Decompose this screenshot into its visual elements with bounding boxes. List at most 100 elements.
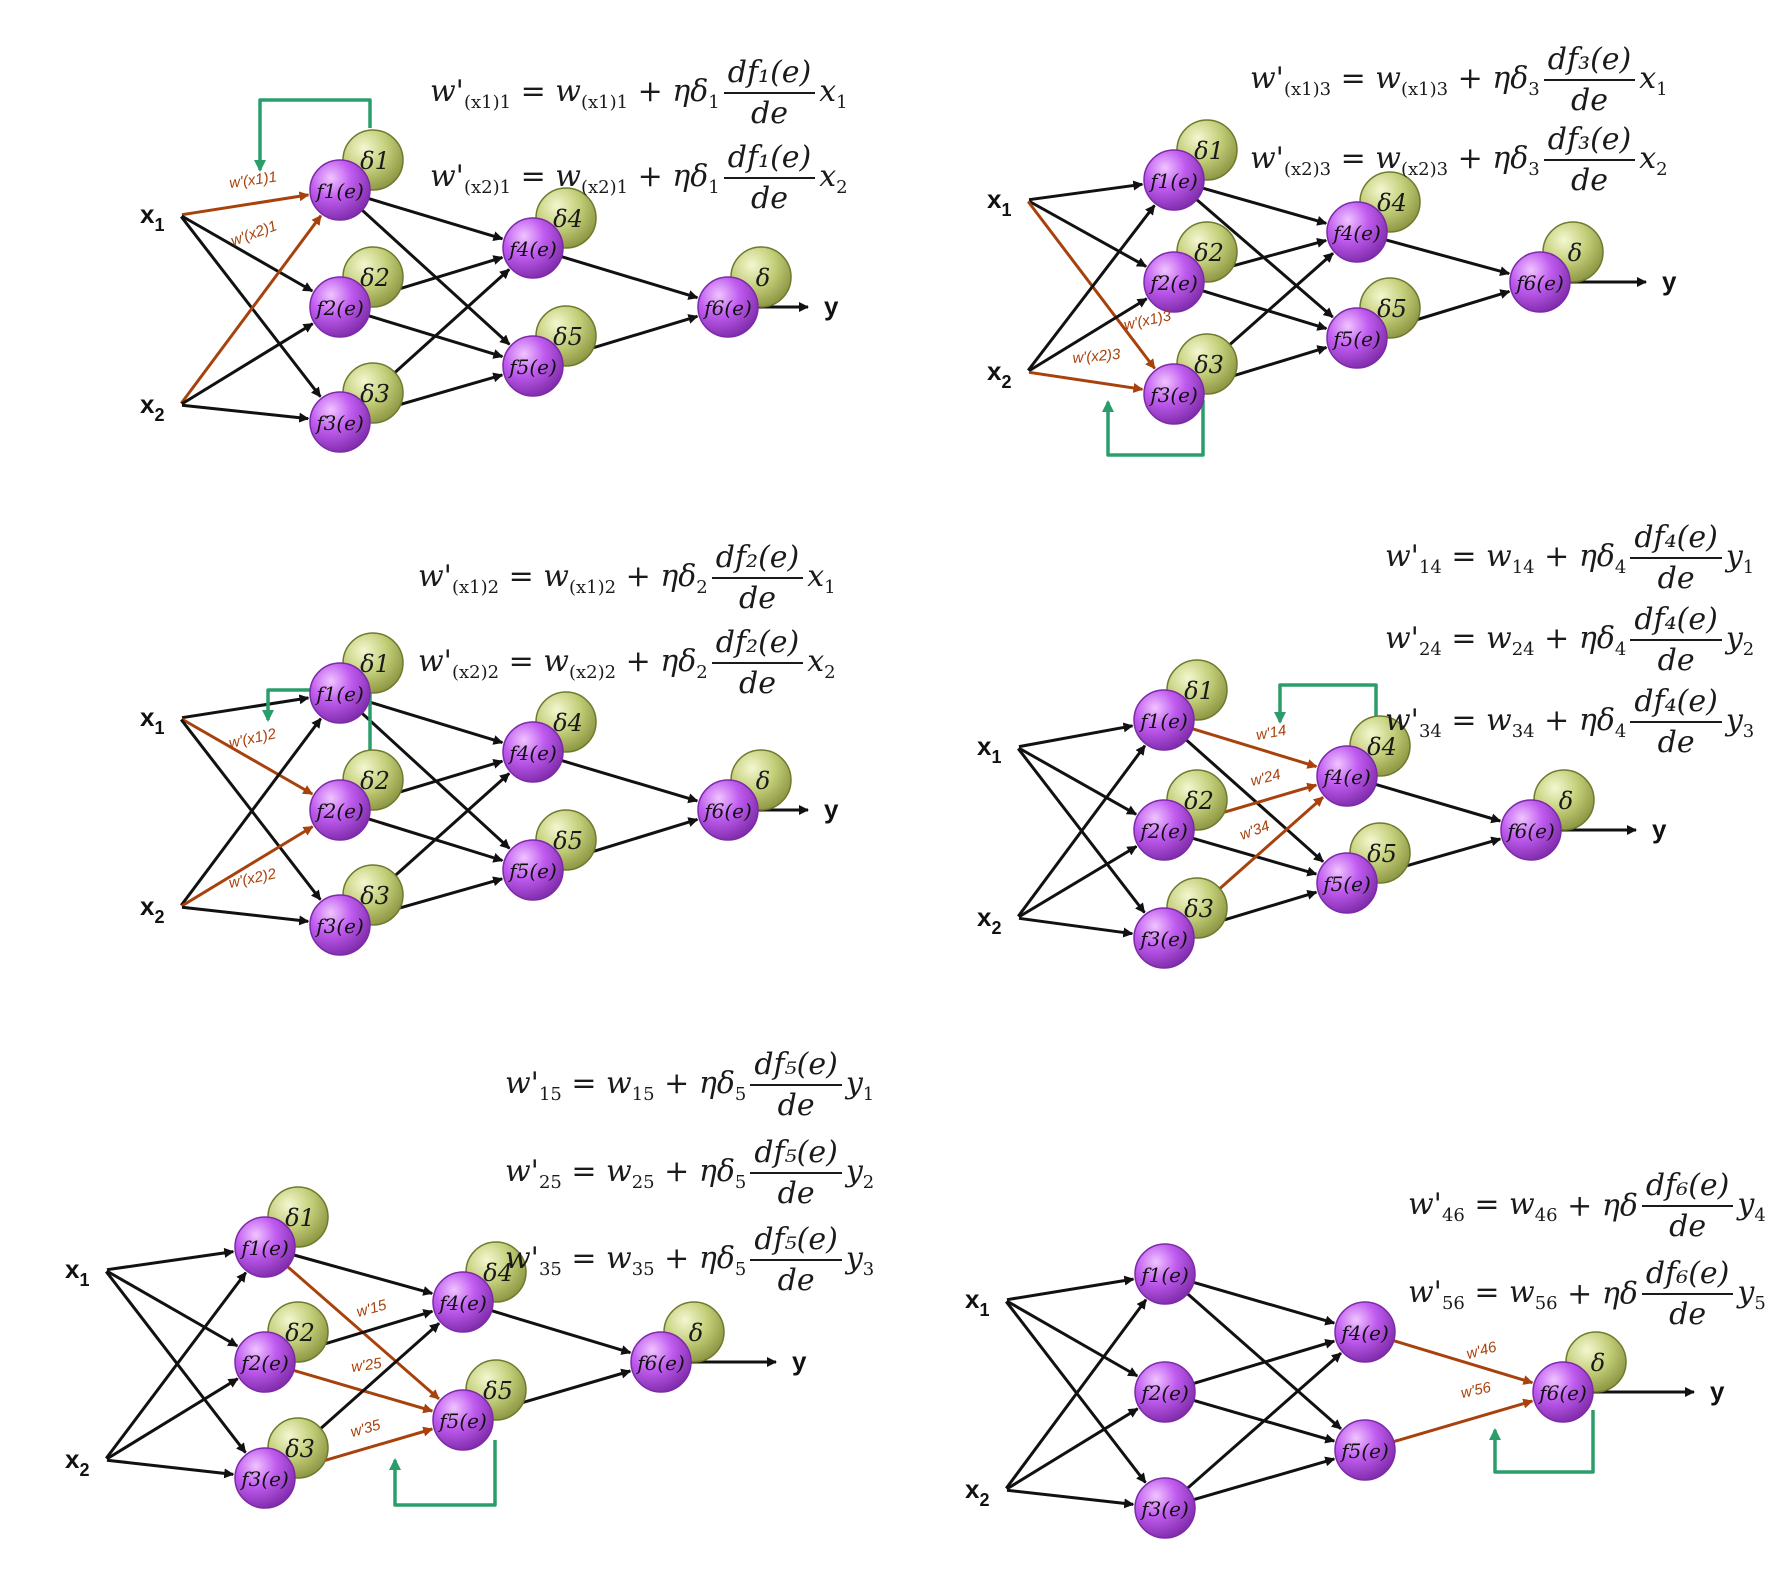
p3-edge-x1-f1 (181, 694, 310, 720)
eq-w-sub: 25 (631, 1171, 655, 1193)
p4-neuron-5 (1316, 852, 1378, 914)
p3-delta-label-1: δ1 (360, 650, 390, 678)
p3-neuron-label-6: f6(e) (702, 799, 752, 823)
p5-edge-x1-f2 (105, 1269, 239, 1348)
eq-lhs-sub: 34 (1418, 720, 1442, 742)
p1-edge-x1-f1 (181, 191, 310, 217)
p3-edge-x2-f3 (181, 905, 310, 926)
p4-input-x1-label: x1 (977, 731, 1001, 767)
p4-delta-label-1: δ1 (1184, 677, 1214, 705)
eq-fraction: df₆(e)de (1641, 1168, 1734, 1244)
p3-output-y-label: y (824, 794, 839, 824)
p6-neuron-6 (1532, 1361, 1594, 1423)
p3-delta-label-6: δ (756, 767, 770, 795)
eq-eta-delta: + ηδ5 (654, 1153, 747, 1193)
eq-numerator: df₅(e) (750, 1135, 842, 1174)
p6-neuron-2 (1134, 1361, 1196, 1423)
p1-delta-label-1: δ1 (360, 147, 390, 175)
p4-neuron-2 (1133, 799, 1195, 861)
eq-w-sub: 15 (631, 1083, 655, 1105)
p3-edge-x2-f2 (180, 825, 314, 908)
eq-lhs-sub: (x2)2 (451, 661, 500, 683)
p1-delta-label-4: δ4 (553, 205, 583, 233)
p2-weight-label-1: w'(x1)3 (1122, 307, 1173, 334)
eq-w-sub: 46 (1534, 1204, 1558, 1226)
eq-fraction: df₁(e)de (723, 55, 816, 131)
eq-eta-delta: + ηδ5 (654, 1240, 747, 1280)
p2-edge-f4-f6 (1385, 238, 1511, 277)
p4-neuron-label-5: f5(e) (1321, 872, 1371, 896)
p3-edge-x1-f3 (180, 718, 322, 901)
p5-edge-f4-f6 (491, 1309, 632, 1355)
p3-delta-label-5: δ5 (553, 827, 583, 855)
p4-delta-label-5: δ5 (1367, 840, 1397, 868)
eq-delta-sub: 4 (1614, 638, 1627, 660)
p6-neuron-label-4: f4(e) (1339, 1321, 1389, 1345)
eq-numerator: df₄(e) (1630, 520, 1722, 559)
p4-weight-label-2: w'24 (1249, 766, 1283, 790)
p5-feedback-arrow (389, 1440, 497, 1507)
p3-input-x1-label: x1 (140, 702, 164, 738)
eq-tail: y5 (1737, 1274, 1766, 1314)
eq-tail: y1 (845, 1065, 875, 1105)
p1-neuron-label-3: f3(e) (314, 411, 364, 435)
p6-neuron-label-5: f5(e) (1339, 1439, 1389, 1463)
p3-input-x2-sub: 2 (154, 907, 164, 927)
eq-lhs: w'14 (1385, 538, 1442, 578)
p2-edge-x2-f2 (1027, 297, 1148, 373)
p5-neuron-2 (234, 1331, 296, 1393)
eq-denominator: de (739, 581, 776, 616)
eq-tail: y3 (845, 1240, 875, 1280)
eq-numerator: df₄(e) (1630, 684, 1722, 723)
p4-output-y-label: y (1652, 814, 1667, 844)
eq-lhs-sub: 46 (1441, 1204, 1465, 1226)
p2-neuron-label-2: f2(e) (1148, 271, 1198, 295)
eq-tail: y3 (1725, 702, 1755, 742)
eq-w: = w25 (561, 1153, 655, 1193)
eq-w-sub: (x1)1 (580, 91, 629, 113)
p6-edge-x2-f3 (1006, 1488, 1135, 1509)
eq-w: = w(x2)3 (1331, 140, 1449, 180)
p4-neuron-label-2: f2(e) (1138, 819, 1188, 843)
p1-edge-x1-f2 (180, 214, 314, 293)
p2-edge-f1-f4 (1202, 186, 1328, 226)
p3-neuron-label-1: f1(e) (314, 682, 364, 706)
p6-neuron-label-1: f1(e) (1139, 1263, 1189, 1287)
eq-tail-sub: 2 (824, 661, 836, 683)
p1-neuron-label-4: f4(e) (507, 237, 557, 261)
p3-edge-f1-f4 (368, 700, 504, 745)
eq-lhs-sub: (x1)2 (451, 576, 500, 598)
p5-neuron-label-6: f6(e) (635, 1351, 685, 1375)
p4-edge-f1-f4 (1192, 727, 1318, 769)
p6-edge-f3-f5 (1193, 1456, 1336, 1502)
p2-edge-x1-f2 (1027, 199, 1147, 268)
eq-denominator: de (1657, 725, 1695, 760)
p4-neuron-label-6: f6(e) (1505, 819, 1555, 843)
p2-edge-x2-f1 (1027, 204, 1156, 372)
p2-delta-label-3: δ3 (1194, 351, 1224, 379)
p5-neuron-label-4: f4(e) (437, 1291, 487, 1315)
eq-eta-delta: + ηδ2 (616, 558, 708, 598)
eq-tail-sub: 1 (836, 91, 848, 113)
eq-w: = w(x1)1 (511, 73, 629, 113)
p5-edge-x2-f1 (105, 1271, 247, 1460)
p3-neuron-label-2: f2(e) (314, 799, 364, 823)
eq-numerator: df₃(e) (1543, 42, 1636, 81)
p5-neuron-3 (234, 1447, 296, 1509)
eq-denominator: de (777, 1088, 815, 1123)
eq-w: = w(x1)2 (499, 558, 617, 598)
eq-tail-sub: 1 (862, 1083, 875, 1105)
p6-feedback-arrow (1489, 1410, 1595, 1474)
eq-numerator: df₁(e) (723, 55, 816, 94)
p4-input-x2-sub: 2 (991, 918, 1001, 938)
p5-edge-x1-f3 (105, 1270, 247, 1454)
eq-tail: x2 (1639, 140, 1668, 180)
eq-numerator: df₅(e) (750, 1047, 842, 1086)
p2-input-x2-sub: 2 (1001, 372, 1011, 392)
p4-neuron-label-4: f4(e) (1321, 765, 1371, 789)
eq-tail: x1 (819, 73, 848, 113)
eq-tail-sub: 3 (1742, 720, 1755, 742)
